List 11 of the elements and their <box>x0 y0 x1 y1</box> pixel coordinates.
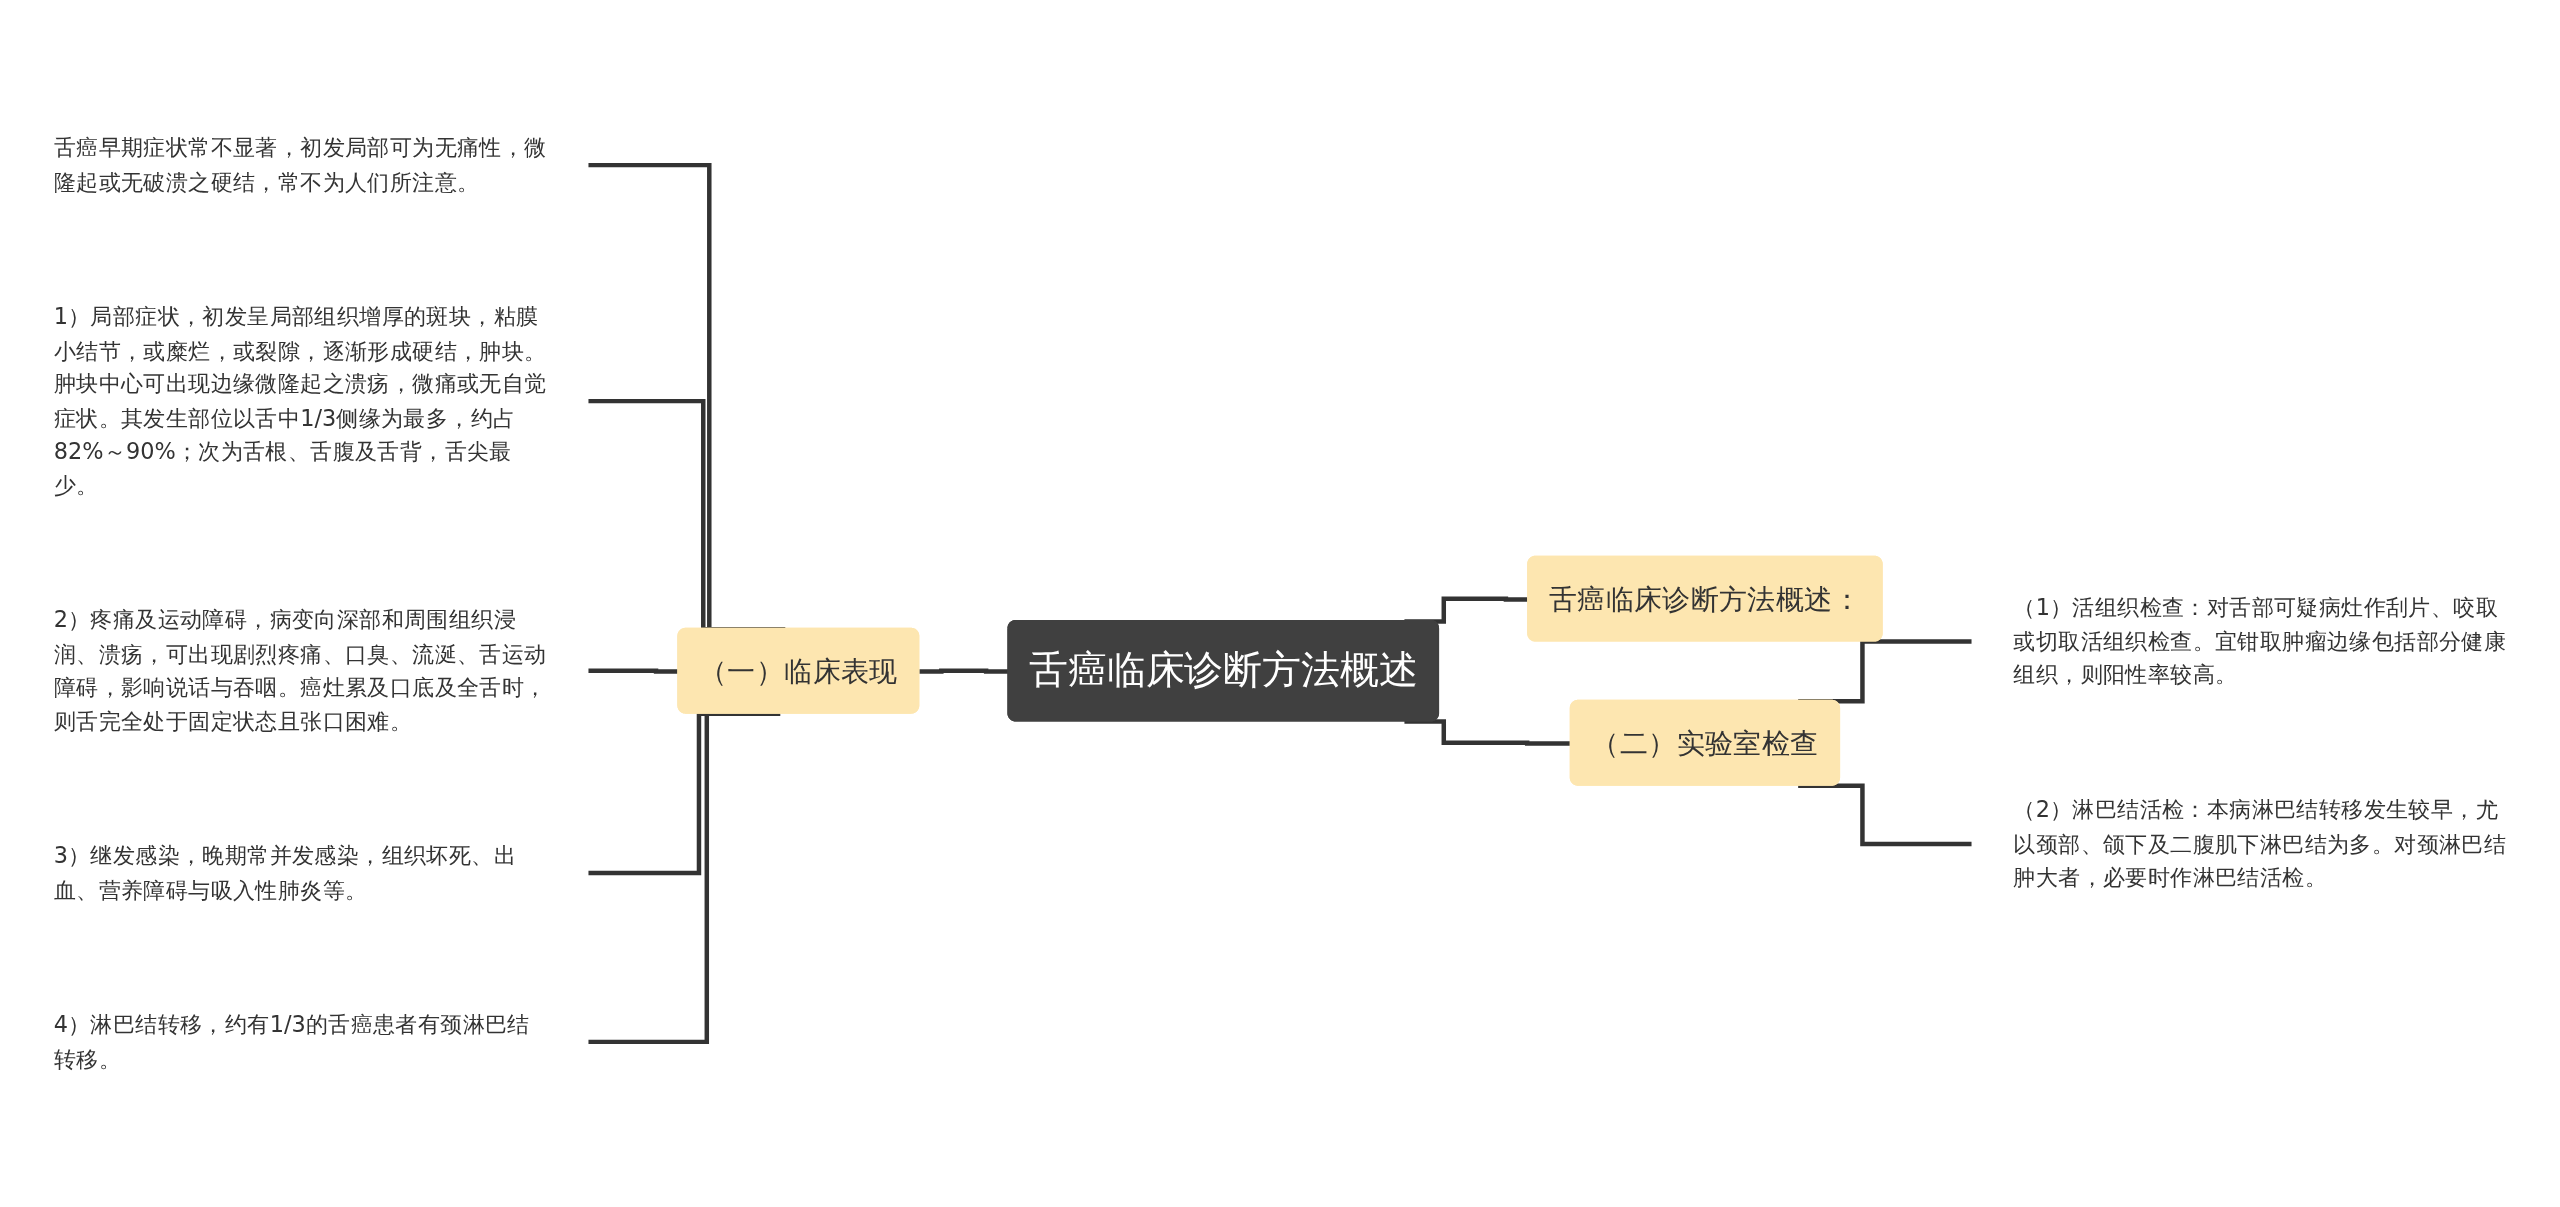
node-text: 4）淋巴结转移，约有1/3的舌癌患者有颈淋巴结转移。 <box>53 1011 530 1072</box>
connector <box>588 668 679 674</box>
node-text: 舌癌早期症状常不显著，初发局部可为无痛性，微隆起或无破溃之硬结，常不为人们所注意。 <box>53 134 547 196</box>
node-text: （2）淋巴结活检：本病淋巴结转移发生较早，尤以颈部、颌下及二腹肌下淋巴结为多。对颈淋巴结肿大者，必要时作淋巴结活检。 <box>2013 796 2507 891</box>
connector <box>588 711 781 1045</box>
node-text: 3）继发感染，晚期常并发感染，组织坏死、出血、营养障碍与吸入性肺炎等。 <box>53 842 517 903</box>
connector <box>1798 783 1972 847</box>
node-text: 2）疼痛及运动障碍，病变向深部和周围组织浸润、溃疡，可出现剧烈疼痛、口臭、流涎、舌运动障碍，影响说话与吞咽。癌灶累及口底及全舌时，则舌完全处于固定状态且张口困难。 <box>53 606 547 735</box>
node-text: 1）局部症状，初发呈局部组织增厚的斑块，粘膜小结节，或糜烂，或裂隙，逐渐形成硬结，肿块。肿块中心可出现边缘微隆起之溃疡，微痛或无自觉症状。其发生部位以舌中1/3侧缘为最多，约占82%～90%；次为舌根、舌腹及舌背，舌尖最少。 <box>53 303 547 499</box>
node-text: （1）活组织检查：对舌部可疑病灶作刮片、咬取或切取活组织检查。宜钳取肿瘤边缘包括部分健康组织，则阳性率较高。 <box>2013 594 2507 689</box>
connector <box>919 668 1009 674</box>
